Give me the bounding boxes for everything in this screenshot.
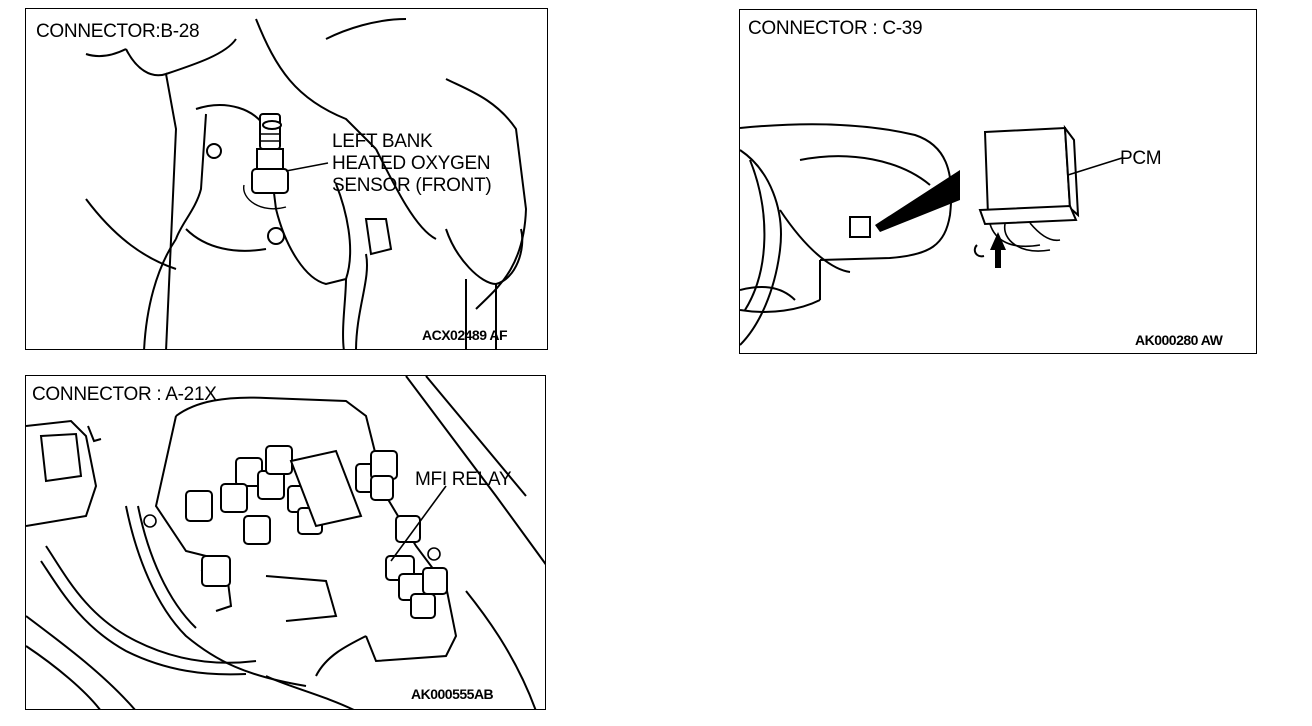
callout-label: MFI RELAY xyxy=(415,469,512,490)
connector-a21x-panel: CONNECTOR : A-21X MFI RELAY AK000555AB xyxy=(25,375,546,710)
callout-line: SENSOR (FRONT) xyxy=(332,175,492,196)
callout-line: HEATED OXYGEN xyxy=(332,153,491,174)
panel-title: CONNECTOR : C-39 xyxy=(748,18,923,39)
callout-label: LEFT BANK HEATED OXYGEN SENSOR (FRONT) xyxy=(332,131,492,197)
connector-b28-panel: CONNECTOR:B-28 LEFT BANK HEATED OXYGEN S… xyxy=(25,8,548,350)
callout-label: PCM xyxy=(1120,148,1162,169)
connector-c39-panel: CONNECTOR : C-39 PCM AK000280 AW xyxy=(739,9,1257,354)
panel-title: CONNECTOR:B-28 xyxy=(36,21,200,42)
panel-title: CONNECTOR : A-21X xyxy=(32,384,217,405)
callout-line: LEFT BANK xyxy=(332,131,433,152)
pcm-illustration xyxy=(740,123,1123,346)
relay-box-illustration xyxy=(26,376,545,709)
oxygen-sensor-illustration xyxy=(85,18,528,349)
figure-code: AK000555AB xyxy=(411,686,494,702)
figure-code: ACX02489 AF xyxy=(422,327,508,343)
figure-code: AK000280 AW xyxy=(1135,332,1223,348)
